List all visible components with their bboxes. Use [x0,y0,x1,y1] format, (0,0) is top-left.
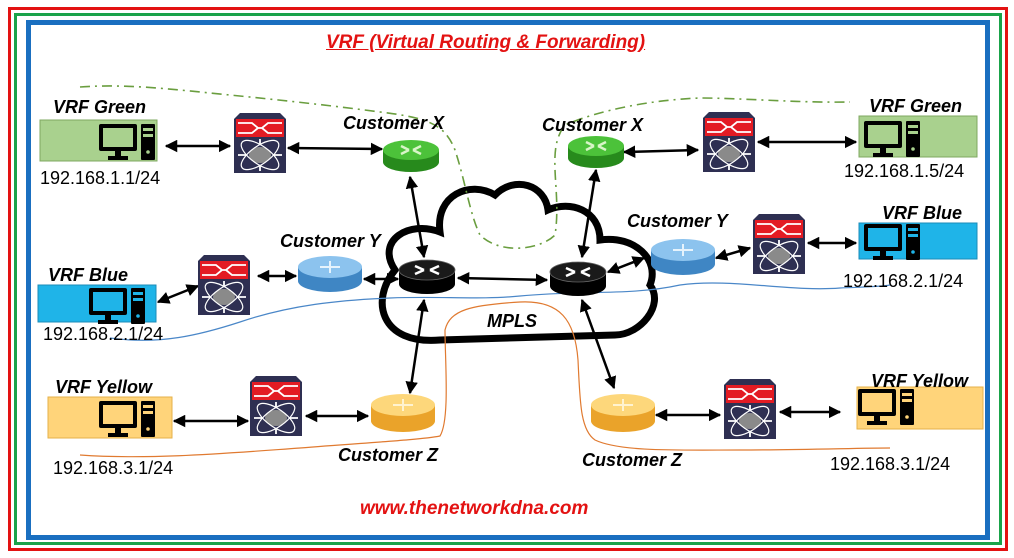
link-ce-switch-blue-r [714,245,752,261]
pe-router-icon [549,261,607,296]
ip-address: 192.168.2.1/24 [843,271,964,291]
ip-address: 192.168.1.5/24 [844,161,965,181]
multilayer-switch-icon [249,375,303,439]
customer-label: Customer X [542,115,644,135]
link-host-switch-blue-l [156,284,200,304]
outer-red-border [8,7,1008,551]
router-icon [383,140,439,172]
link-pe-pe [456,272,549,286]
ip-address: 192.168.3.1/24 [830,454,951,474]
diagram-title: VRF (Virtual Routing & Forwarding) [326,32,646,53]
multilayer-switch-icon [233,112,287,176]
website-link[interactable]: www.thenetworkdna.com [360,498,589,519]
link-pe-ce-blue-r [606,256,646,274]
vrf-label: VRF Blue [882,203,963,223]
vrf-label: VRF Blue [48,265,129,285]
multilayer-switch-icon [702,111,756,175]
link-ce-pe-green-r [577,168,601,259]
inner-blue-border [26,20,990,540]
ip-address: 192.168.1.1/24 [40,168,161,188]
router-icon [371,394,435,432]
mpls-label: MPLS [487,311,538,331]
vrf-label: VRF Green [53,97,147,117]
multilayer-switch-icon [752,213,806,277]
link-pe-ce-yellow-r [579,298,617,390]
ip-address: 192.168.2.1/24 [43,324,164,344]
router-icon [298,256,362,292]
link-ce-pe-green-l [405,175,429,259]
customer-label: Customer Y [627,211,728,231]
customer-label: Customer Z [582,450,683,470]
vrf-label: VRF Yellow [871,371,969,391]
link-pe-ce-yellow-l [405,298,429,395]
router-icon [651,239,715,275]
middle-green-border [14,13,1002,545]
router-icon [568,136,624,168]
link-switch-ce-green-l [286,141,384,156]
customer-label: Customer Z [338,445,439,465]
ip-address: 192.168.3.1/24 [53,458,174,478]
vrf-green-path [79,85,851,249]
customer-label: Customer Y [280,231,381,251]
vrf-yellow-path [79,301,891,458]
multilayer-switch-icon [197,254,251,318]
vrf-blue-path [109,282,891,341]
router-icon [591,394,655,432]
multilayer-switch-icon [723,378,777,442]
vrf-label: VRF Yellow [55,377,153,397]
customer-label: Customer X [343,113,445,133]
vrf-green-host-box-left [39,119,158,162]
vrf-label: VRF Green [869,96,963,116]
pe-router-icon [398,259,456,294]
link-ce-switch-green-r [622,144,700,158]
links [156,135,858,428]
